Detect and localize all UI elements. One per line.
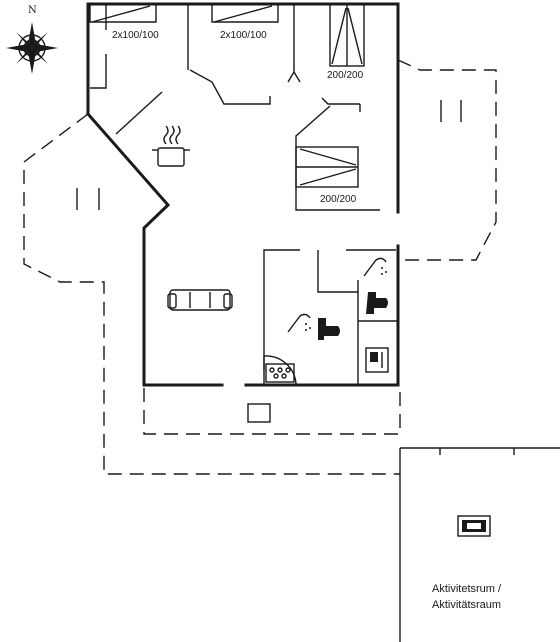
bed-4: 200/200 <box>295 146 359 205</box>
activity-room-label-line1: Aktivitetsrum / <box>432 583 502 595</box>
bed-label: 2x100/100 <box>220 30 267 41</box>
bed-3: 200/200 <box>327 3 365 81</box>
compass-north-label: N <box>28 5 37 16</box>
terrace-furniture-icon <box>76 100 462 423</box>
shower-icon <box>363 257 387 277</box>
bed-label: 200/200 <box>320 194 357 205</box>
compass-icon: N <box>6 5 58 74</box>
bed-label: 200/200 <box>327 70 364 81</box>
bed-1: 2x100/100 <box>89 4 159 41</box>
sofa-icon <box>167 289 233 311</box>
stove-pot-icon <box>152 125 190 167</box>
sauna-heater-icon <box>265 363 295 383</box>
activity-room: Aktivitetsrum / Aktivitätsraum <box>399 447 560 642</box>
washing-machine-icon <box>365 347 389 373</box>
terrace-outlines <box>23 59 497 475</box>
bed-label: 2x100/100 <box>112 30 159 41</box>
billiard-table-icon <box>457 515 491 537</box>
toilet-icon <box>318 318 340 340</box>
toilet-icon <box>366 292 388 314</box>
activity-room-label-line2: Aktivitätsraum <box>432 599 501 611</box>
exterior-walls <box>85 2 400 387</box>
interior-walls <box>90 4 398 384</box>
door-swing-icon <box>263 355 297 385</box>
shower-icon <box>287 313 311 333</box>
bed-2: 2x100/100 <box>211 4 279 41</box>
